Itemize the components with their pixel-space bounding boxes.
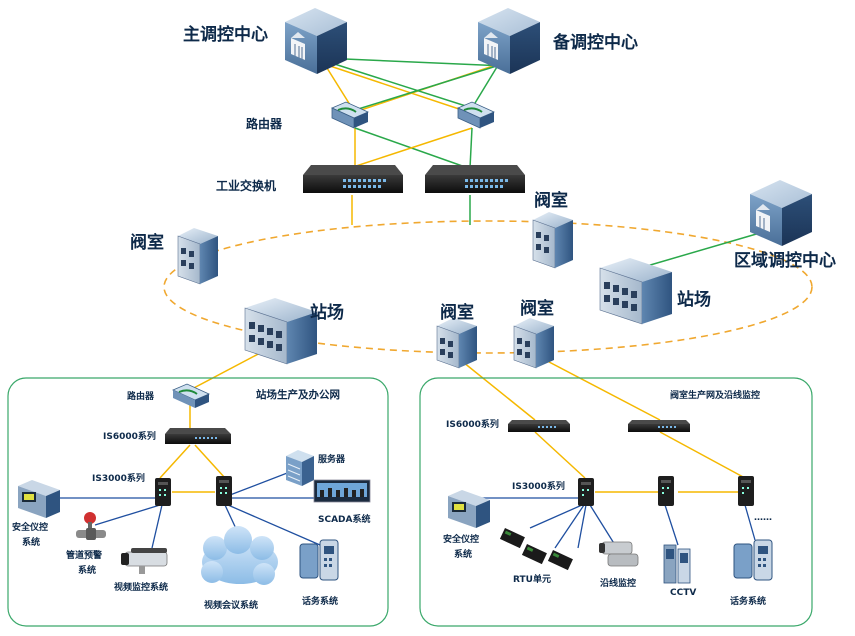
rtu-unit-icon	[499, 528, 573, 571]
is3000-left-a-icon	[155, 478, 171, 506]
station-2-icon	[599, 258, 672, 325]
is3000-right-c-icon	[738, 476, 754, 506]
left-is6000-label: IS6000系列	[103, 430, 156, 442]
valve-room-2-icon	[532, 212, 573, 269]
left-sis-label-2: 系统	[22, 536, 40, 548]
industrial-switch-left-icon	[303, 165, 403, 193]
core-switch-label: 工业交换机	[216, 178, 276, 193]
phone-left-icon	[299, 539, 339, 581]
router-right-icon	[457, 101, 495, 129]
video-conference-label: 视频会议系统	[204, 599, 258, 611]
is6000-right-a-icon	[508, 420, 570, 432]
regional-center-label: 区域调控中心	[734, 250, 836, 271]
station-2-label: 站场	[677, 289, 711, 310]
server-label: 服务器	[318, 453, 346, 465]
regional-link	[639, 229, 771, 269]
is3000-left-b-icon	[216, 476, 232, 506]
main-control-center-icon	[285, 8, 347, 74]
is6000-right-b-icon	[628, 420, 690, 432]
right-panel-title: 阀室生产网及沿线监控	[670, 389, 760, 401]
right-phone-label: 话务系统	[730, 595, 766, 607]
left-phone-label: 话务系统	[302, 595, 338, 607]
backup-control-center-icon	[478, 8, 540, 74]
left-router-label: 路由器	[127, 390, 155, 402]
backup-center-label: 备调控中心	[552, 32, 638, 53]
right-is6000-label: IS6000系列	[446, 418, 499, 430]
line-monitor-label: 沿线监控	[600, 577, 636, 589]
links-panels	[60, 351, 756, 549]
rtu-label: RTU单元	[513, 573, 551, 585]
valve-room-4-icon	[513, 318, 554, 369]
valve-room-2-label: 阀室	[534, 190, 568, 211]
panel-router-icon	[172, 383, 210, 408]
phone-right-icon	[733, 539, 773, 581]
valve-room-3-label: 阀室	[440, 302, 474, 323]
left-is3000-label: IS3000系列	[92, 472, 145, 484]
left-sis-label-1: 安全仪控	[12, 521, 48, 533]
sis-right-icon	[448, 490, 490, 528]
station-1-icon	[244, 298, 317, 365]
valve-room-1-label: 阀室	[130, 232, 164, 253]
router-left-icon	[331, 101, 369, 129]
panel-station-network	[7, 377, 389, 627]
right-sis-label-2: 系统	[454, 548, 472, 560]
right-sis-label-1: 安全仪控	[443, 533, 479, 545]
panel-valve-network	[419, 377, 813, 627]
camera-left-icon	[121, 548, 168, 574]
links-top	[317, 57, 506, 225]
is6000-left-icon	[165, 428, 231, 444]
regional-control-center-icon	[750, 180, 812, 246]
industrial-switch-right-icon	[425, 165, 525, 193]
pipeline-warning-icon	[76, 512, 106, 540]
main-center-label: 主调控中心	[183, 24, 268, 45]
scada-screen-icon	[313, 479, 371, 503]
cctv-label: CCTV	[670, 588, 696, 598]
left-panel-title: 站场生产及办公网	[256, 388, 340, 401]
line-monitor-camera-icon	[599, 541, 639, 567]
pipeline-warning-label-2: 系统	[78, 564, 96, 576]
ring-network	[163, 220, 813, 354]
video-monitor-label: 视频监控系统	[114, 581, 168, 593]
sis-left-icon	[18, 480, 60, 518]
right-is3000-label: IS3000系列	[512, 480, 565, 492]
station-1-label: 站场	[310, 302, 344, 323]
valve-room-1-icon	[177, 228, 218, 285]
valve-room-4-label: 阀室	[520, 298, 554, 319]
scada-label: SCADA系统	[318, 513, 371, 525]
is3000-right-b-icon	[658, 476, 674, 506]
is3000-right-a-icon	[578, 478, 594, 506]
video-conference-cloud-icon	[201, 526, 278, 585]
pipeline-warning-label-1: 管道预警	[66, 549, 102, 561]
cctv-icon	[663, 544, 691, 584]
valve-room-3-icon	[436, 318, 477, 369]
server-icon	[286, 450, 314, 486]
core-router-label: 路由器	[246, 116, 283, 131]
more-label: ……	[754, 513, 772, 523]
